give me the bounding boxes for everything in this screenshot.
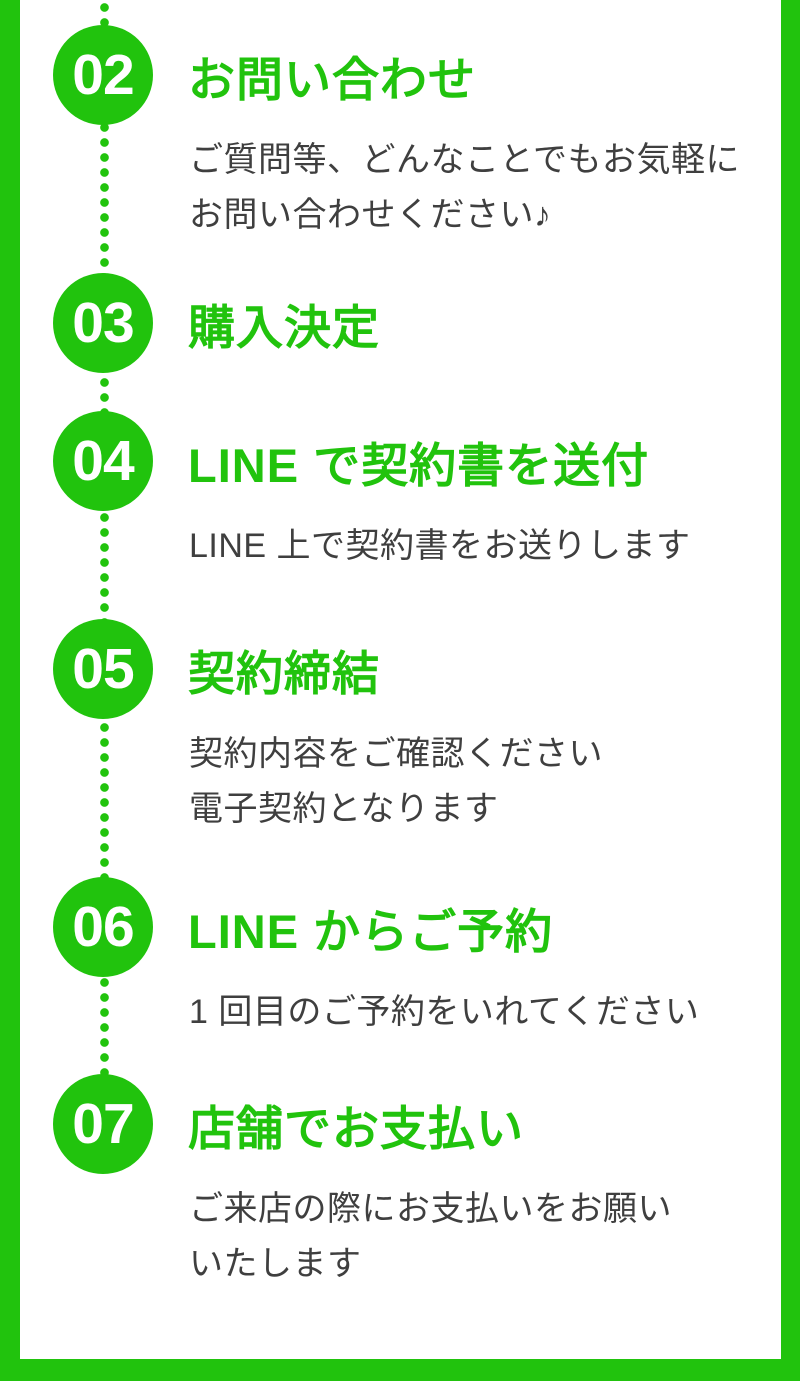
step-header: 05 契約締結	[20, 619, 781, 719]
step-description: ご質問等、どんなことでもお気軽に お問い合わせください♪	[189, 141, 740, 234]
step-header: 06 LINE からご予約	[20, 877, 781, 977]
step-title: お問い合わせ	[188, 52, 476, 106]
step-number-badge: 06	[53, 877, 153, 977]
step-number: 02	[72, 43, 134, 107]
step-description: 1 回目のご予約をいれてください	[189, 993, 700, 1031]
step-section-03: 03 購入決定	[20, 273, 781, 373]
step-number: 07	[72, 1092, 134, 1156]
step-section-07: 07 店舗でお支払い ご来店の際にお支払いをお願い いたします	[20, 1074, 781, 1292]
step-number: 06	[72, 895, 134, 959]
step-header: 02 お問い合わせ	[20, 25, 781, 125]
step-description: LINE 上で契約書をお送りします	[189, 527, 691, 565]
step-description: 契約内容をご確認ください 電子契約となります	[189, 735, 603, 828]
step-number-badge: 03	[53, 273, 153, 373]
step-section-04: 04 LINE で契約書を送付 LINE 上で契約書をお送りします	[20, 411, 781, 574]
step-header: 04 LINE で契約書を送付	[20, 411, 781, 511]
step-title: LINE で契約書を送付	[188, 438, 650, 492]
step-number-badge: 05	[53, 619, 153, 719]
step-number-badge: 02	[53, 25, 153, 125]
step-title: LINE からご予約	[188, 904, 554, 958]
step-number: 05	[72, 637, 134, 701]
step-header: 07 店舗でお支払い	[20, 1074, 781, 1174]
step-section-05: 05 契約締結 契約内容をご確認ください 電子契約となります	[20, 619, 781, 837]
step-section-02: 02 お問い合わせ ご質問等、どんなことでもお気軽に お問い合わせください♪	[20, 25, 781, 243]
step-title: 契約締結	[188, 646, 380, 700]
step-number: 03	[72, 291, 134, 355]
step-number: 04	[72, 429, 134, 493]
step-header: 03 購入決定	[20, 273, 781, 373]
step-number-badge: 07	[53, 1074, 153, 1174]
step-title: 店舗でお支払い	[188, 1101, 524, 1155]
step-section-06: 06 LINE からご予約 1 回目のご予約をいれてください	[20, 877, 781, 1040]
step-number-badge: 04	[53, 411, 153, 511]
timeline-dotted-line	[100, 0, 109, 1130]
step-title: 購入決定	[188, 300, 380, 354]
step-description: ご来店の際にお支払いをお願い いたします	[189, 1190, 672, 1283]
